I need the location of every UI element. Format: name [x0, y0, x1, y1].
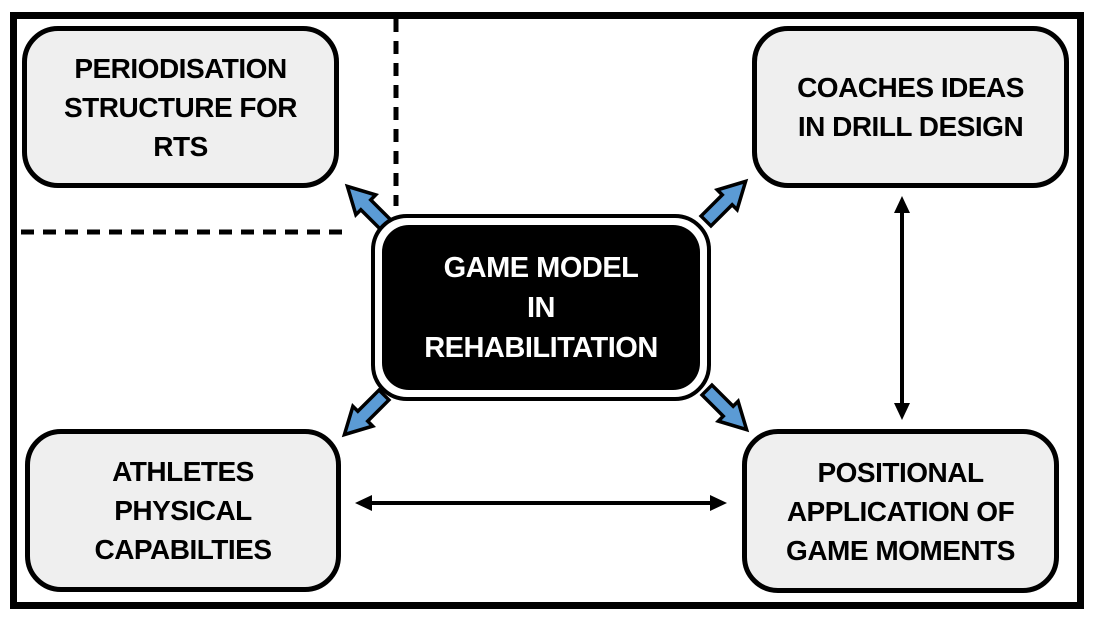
node-positional-application-of-game-moments: POSITIONAL APPLICATION OF GAME MOMENTS [742, 429, 1059, 593]
center-node-body: GAME MODEL IN REHABILITATION [382, 225, 700, 390]
node-label-line: IN DRILL DESIGN [797, 111, 1024, 142]
node-game-model-in-rehabilitation: GAME MODEL IN REHABILITATION [371, 214, 711, 401]
node-label-line: POSITIONAL [817, 456, 984, 488]
node-periodisation-structure-for-rts: PERIODISATION STRUCTURE FOR RTS [22, 26, 339, 188]
node-coaches-ideas-in-drill-design: COACHES IDEAS IN DRILL DESIGN [752, 26, 1069, 188]
center-label-line: GAME MODEL [443, 251, 639, 284]
double-arrow-topright-bottomright [894, 196, 910, 420]
node-label-line: ATHLETES [112, 456, 254, 487]
arrowhead-right-icon [710, 495, 727, 511]
blue-arrow-to-top-right-icon [698, 178, 749, 229]
arrowhead-down-icon [894, 403, 910, 420]
blue-arrow-to-bottom-right-icon [699, 382, 750, 433]
node-label-line: CAPABILTIES [94, 534, 272, 565]
node-label-line: STRUCTURE FOR [63, 91, 298, 123]
node-label-line: PERIODISATION [74, 52, 287, 84]
node-label-line: COACHES IDEAS [797, 72, 1024, 103]
blue-arrow-to-top-left-icon [344, 183, 395, 234]
node-label-line: GAME MOMENTS [786, 534, 1015, 566]
center-label-line: REHABILITATION [424, 331, 658, 364]
double-arrow-bottomleft-bottomright [355, 495, 727, 511]
arrowhead-left-icon [355, 495, 372, 511]
blue-arrow-to-bottom-left-icon [341, 387, 392, 438]
node-athletes-physical-capabilties: ATHLETES PHYSICAL CAPABILTIES [25, 429, 341, 592]
node-label-line: RTS [153, 130, 208, 162]
node-label-line: PHYSICAL [114, 495, 252, 526]
arrowhead-up-icon [894, 196, 910, 213]
outer-frame [10, 12, 1084, 609]
center-label-line: IN [527, 291, 556, 324]
node-label-line: APPLICATION OF [786, 495, 1015, 527]
